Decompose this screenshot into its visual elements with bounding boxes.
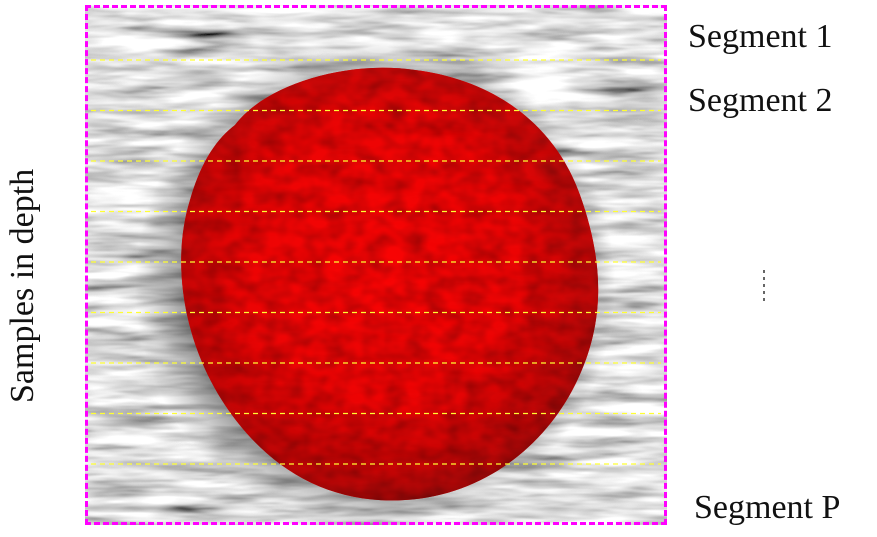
ultrasound-image-panel xyxy=(85,5,667,525)
segment-2-label: Segment 2 xyxy=(688,82,833,119)
segment-1-label: Segment 1 xyxy=(688,18,833,55)
segment-dividers xyxy=(91,59,661,465)
vertical-ellipsis-icon xyxy=(763,270,765,302)
y-axis-label: Samples in depth xyxy=(4,168,41,403)
ultrasound-image xyxy=(85,5,667,525)
segment-p-label: Segment P xyxy=(694,489,841,526)
lesion-overlay xyxy=(181,67,599,501)
